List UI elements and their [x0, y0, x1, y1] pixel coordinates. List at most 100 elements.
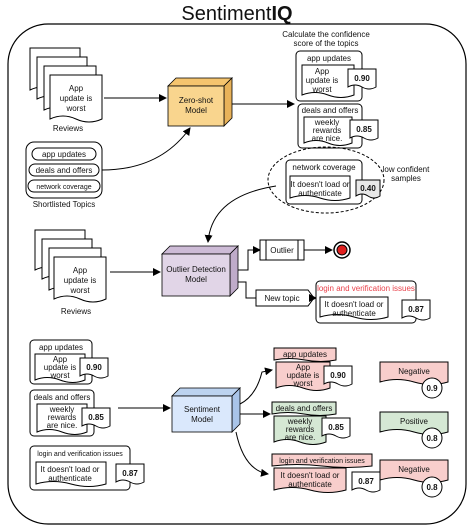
- topic-chip: app updates: [42, 150, 86, 159]
- confidence-score: 0.40: [360, 184, 376, 193]
- confidence-caption: score of the topics: [294, 39, 359, 48]
- new-topic-shape: [255, 289, 315, 307]
- output-text: worst: [292, 379, 313, 388]
- result-topic: app updates: [307, 54, 351, 63]
- outer-frame: [7, 23, 467, 525]
- result-text: authenticate: [332, 309, 376, 318]
- reviews-stack-top: App update is worst: [29, 47, 103, 123]
- sentiment-score-circle: [421, 476, 443, 498]
- input-text: update is: [44, 363, 76, 372]
- output-topic: login and verification issues: [279, 458, 365, 465]
- result-card: app updates App update is worst 0.90: [295, 50, 377, 102]
- result-text: It doesn't load or: [291, 180, 350, 189]
- input-text: worst: [49, 371, 70, 380]
- input-text: weekly: [49, 405, 74, 414]
- outlier-detection-model: Outlier Detection Model: [161, 245, 239, 297]
- output-text: rewards: [286, 425, 314, 434]
- input-text: authenticate: [48, 474, 92, 483]
- confidence-score: 0.85: [356, 125, 372, 134]
- output-text: App: [296, 363, 311, 372]
- result-text: authenticate: [298, 189, 342, 198]
- reviews-label-top: Reviews: [53, 124, 83, 133]
- arrow-lowconf-to-outlier: [204, 185, 277, 243]
- result-text: update is: [306, 76, 338, 85]
- sentiment-label: Negative: [398, 465, 430, 474]
- zero-shot-model: Zero-shot Model: [167, 77, 233, 127]
- low-conf-caption: samples: [391, 174, 421, 183]
- outlier-label: Outlier: [270, 246, 294, 255]
- new-topic-label: New topic: [264, 294, 299, 303]
- sentiment-label-negative: Negative 0.8: [379, 459, 449, 498]
- output-card-positive: deals and offers weekly rewards are nice…: [271, 401, 351, 445]
- output-card-negative: app updates App update is worst 0.90: [273, 347, 353, 391]
- input-topic: deals and offers: [34, 393, 91, 402]
- output-topic: deals and offers: [276, 404, 333, 413]
- result-text: are nice.: [312, 134, 343, 143]
- sentiment-label-positive: Positive 0.8: [379, 411, 449, 449]
- topic-chip: deals and offers: [36, 166, 93, 175]
- input-topic: login and verification issues: [37, 451, 123, 458]
- sentiment-score: 0.9: [426, 384, 438, 393]
- new-topic-name: login and verification issues: [317, 284, 415, 293]
- output-text: are nice.: [285, 433, 316, 442]
- result-topic: deals and offers: [302, 106, 359, 115]
- arrow-topics-to-zeroshot: [101, 127, 191, 171]
- sentiment-score: 0.8: [426, 483, 438, 492]
- outlier-model-label: Outlier Detection: [166, 265, 226, 274]
- arrow-sentiment-to-out3: [235, 431, 269, 477]
- sentiment-score-circle: [421, 377, 443, 399]
- sentiment-model-label: Model: [191, 415, 213, 424]
- output-topic: app updates: [283, 350, 327, 359]
- output-card-negative: login and verification issues It doesn't…: [271, 453, 381, 493]
- input-score: 0.90: [86, 363, 102, 372]
- sentiment-score: 0.8: [426, 434, 438, 443]
- review-text-line: update is: [60, 94, 92, 103]
- sentiment-label-negative: Negative 0.9: [379, 361, 449, 399]
- review-text-line: worst: [69, 286, 90, 295]
- output-score: 0.87: [358, 477, 374, 486]
- zero-shot-label: Zero-shot: [179, 96, 214, 105]
- low-confidence-card: network coverage It doesn't load or auth…: [285, 159, 381, 205]
- input-card: login and verification issues It doesn't…: [29, 445, 145, 491]
- output-text: It doesn't load or: [281, 471, 340, 480]
- review-text-line: update is: [64, 276, 96, 285]
- review-text-line: App: [69, 84, 84, 93]
- shortlisted-topics: app updates deals and offers network cov…: [25, 141, 103, 199]
- confidence-score: 0.87: [408, 305, 424, 314]
- reviews-stack-middle: App update is worst: [34, 229, 107, 303]
- shortlisted-label: Shortlisted Topics: [33, 200, 96, 209]
- topic-chip: network coverage: [36, 184, 91, 191]
- output-text: update is: [287, 371, 319, 380]
- arrow-to-new-topic: [238, 281, 256, 299]
- sentiment-score-circle: [421, 427, 443, 449]
- input-card: deals and offers weekly rewards are nice…: [29, 389, 111, 437]
- review-text-line: App: [73, 266, 88, 275]
- low-confidence-ellipse: [267, 146, 385, 214]
- input-score: 0.87: [122, 469, 138, 478]
- result-text: App: [315, 67, 330, 76]
- reviews-label-middle: Reviews: [61, 307, 91, 316]
- confidence-caption: Calculate the confidence: [282, 30, 370, 39]
- sentiment-model: Sentiment Model: [171, 387, 241, 433]
- result-topic: network coverage: [292, 163, 356, 172]
- arrow-to-outlier: [238, 246, 261, 271]
- arrow-sentiment-to-out1: [239, 367, 273, 405]
- new-topic-card: login and verification issues It doesn't…: [315, 280, 431, 324]
- outlier-model-label: Model: [185, 275, 207, 284]
- end-node-core: [336, 244, 348, 256]
- input-topic: app updates: [39, 343, 83, 352]
- review-text-line: worst: [65, 104, 86, 113]
- zero-shot-label: Model: [185, 106, 207, 115]
- output-text: authenticate: [288, 480, 332, 489]
- input-text: are nice.: [47, 421, 78, 430]
- sentiment-label: Negative: [398, 367, 430, 376]
- confidence-score: 0.90: [354, 74, 370, 83]
- result-text: weekly: [314, 118, 339, 127]
- input-text: It doesn't load or: [41, 465, 100, 474]
- output-score: 0.85: [328, 423, 344, 432]
- diagram-title: SentimentIQ: [181, 3, 292, 25]
- input-card: app updates App update is worst 0.90: [29, 339, 109, 385]
- result-text: It doesn't load or: [325, 300, 384, 309]
- result-card: deals and offers weekly rewards are nice…: [297, 103, 379, 149]
